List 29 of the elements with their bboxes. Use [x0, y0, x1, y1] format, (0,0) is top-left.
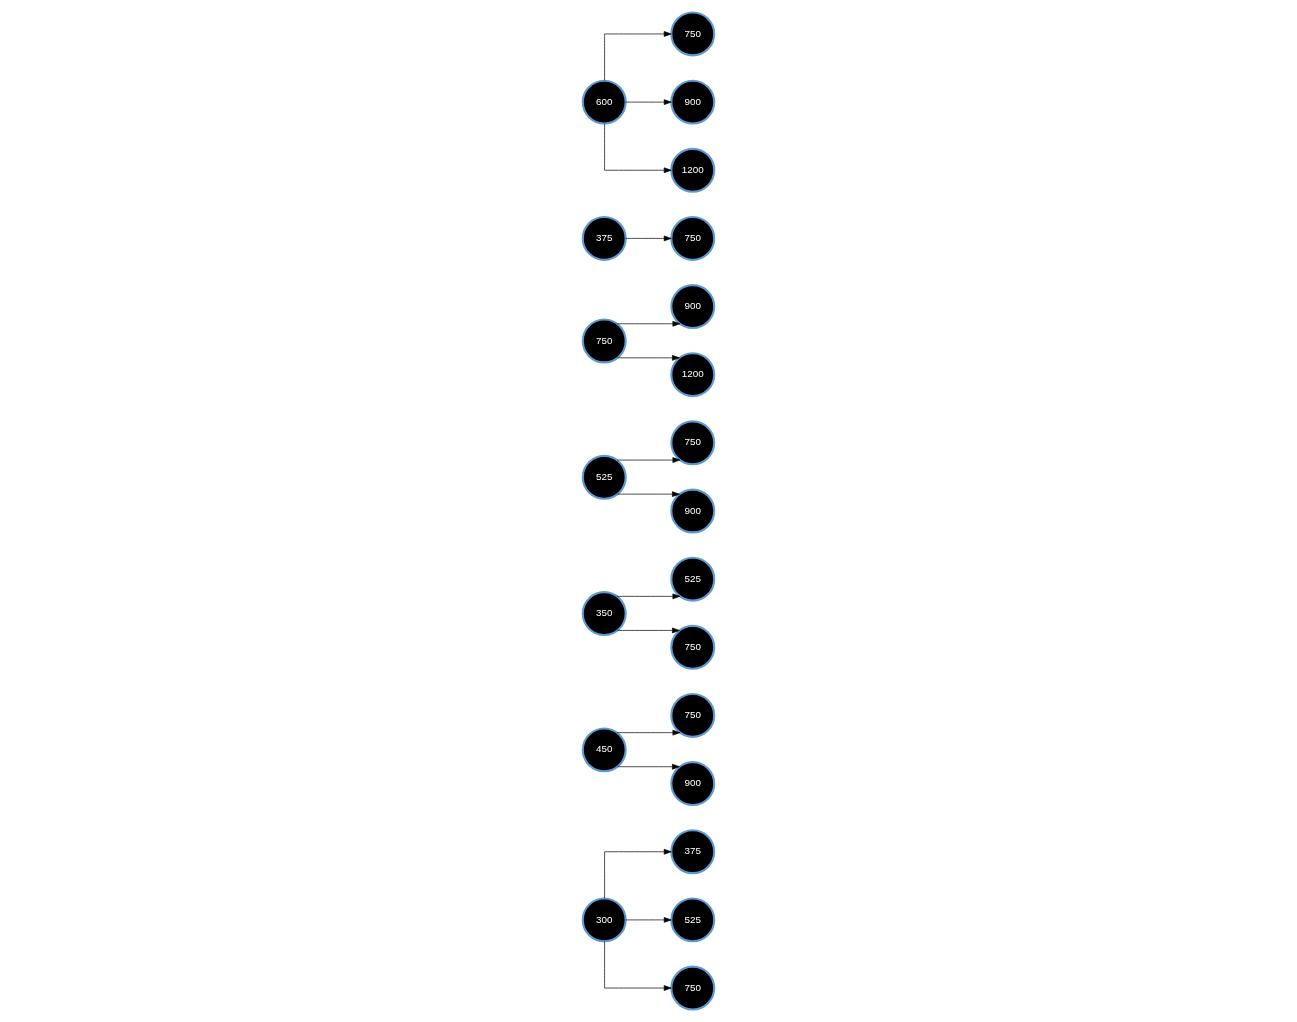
arrow	[604, 941, 672, 991]
arrow	[617, 627, 680, 634]
node-circle: 300	[581, 897, 627, 943]
node-circle: 750	[670, 215, 716, 261]
node-circle: 375	[670, 829, 716, 875]
arrow	[625, 235, 672, 242]
arrow	[617, 491, 680, 497]
arrow	[625, 917, 672, 923]
node-circle: 525	[581, 454, 627, 500]
arrow	[604, 123, 672, 174]
arrow	[616, 457, 681, 463]
node-circle: 375	[581, 215, 627, 261]
node-circle: 750	[670, 965, 716, 1011]
node-circle: 350	[581, 591, 627, 637]
node-circle: 750	[581, 318, 627, 364]
arrow	[604, 848, 672, 899]
node-circle: 750	[670, 11, 716, 57]
arrow	[616, 593, 681, 600]
arrow	[616, 320, 681, 327]
node-circle: 450	[581, 727, 627, 773]
arrow	[604, 31, 672, 81]
node-circle: 525	[670, 897, 716, 943]
arrow	[625, 99, 672, 105]
node-circle: 1200	[670, 147, 716, 193]
node-circle: 600	[581, 79, 627, 125]
arrow	[616, 729, 681, 736]
arrow	[617, 763, 680, 770]
node-circle: 900	[670, 79, 716, 125]
arrow	[617, 355, 680, 361]
